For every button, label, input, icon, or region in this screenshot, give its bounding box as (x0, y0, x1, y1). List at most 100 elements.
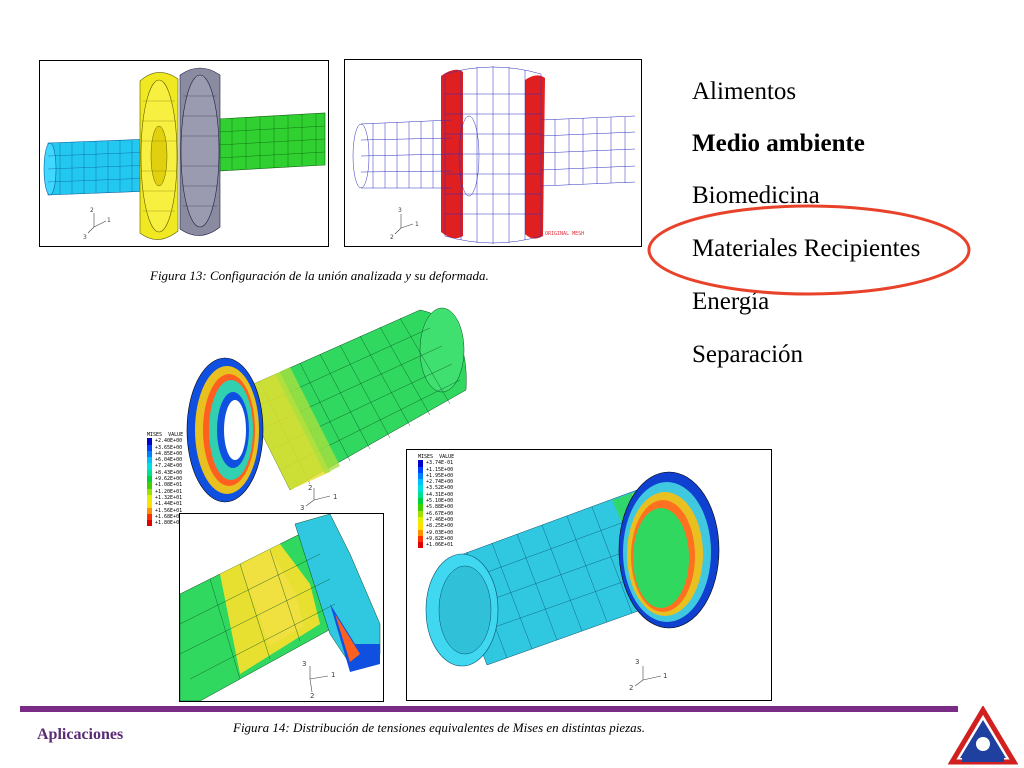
axis-x-label: 1 (331, 671, 335, 679)
highlight-ellipse (647, 204, 971, 296)
legend-swatch (147, 501, 152, 508)
fig14-caption: Figura 14: Distribución de tensiones equ… (233, 720, 645, 735)
fig14-pipe-image: 2 1 3 (186, 307, 467, 512)
legend-swatch (418, 466, 423, 473)
legend-value: +9.82E+00 (426, 535, 454, 542)
footer-divider (20, 706, 958, 712)
axis-triad-icon (309, 666, 329, 693)
topic-separacion: Separación (692, 341, 804, 368)
axis-y-label: 2 (310, 692, 314, 700)
legend-value: +2.40E+00 (155, 438, 183, 445)
axis-x-label: 1 (107, 217, 111, 224)
legend-entry: +9.82E+00 (418, 535, 454, 543)
legend-value: +3.65E+00 (155, 444, 183, 451)
mises-legend-right: MISES VALUE +3.74E-01+1.15E+00+1.95E+00+… (418, 454, 455, 549)
legend-entry: +9.03E+00 (418, 529, 454, 536)
legend-entry: +1.68E+01 (147, 513, 183, 521)
legend-entry: +2.74E+00 (418, 479, 454, 486)
joint-configuration-image: 2 1 3 (43, 67, 326, 241)
legend-entry: +1.56E+01 (147, 507, 183, 514)
legend-entry: +9.62E+00 (147, 476, 183, 483)
fig14-section-panel: 3 1 2 (179, 513, 384, 702)
legend-value: +1.15E+00 (426, 466, 454, 473)
legend-entry: +1.06E+01 (418, 542, 454, 549)
legend-swatch (418, 504, 423, 511)
axis-z-label: 3 (398, 207, 402, 214)
legend-swatch (147, 450, 152, 458)
legend-swatch (418, 479, 423, 486)
legend-swatch (418, 516, 423, 524)
legend-entry: +8.43E+00 (147, 469, 183, 477)
legend-value: +1.68E+01 (155, 513, 183, 520)
legend-entry: +8.25E+00 (418, 523, 454, 530)
legend-swatch (147, 438, 152, 445)
axis-y-label: 2 (390, 234, 394, 241)
legend-value: +7.24E+00 (155, 463, 183, 470)
legend-subtitle: VALUE (168, 432, 184, 438)
metrologia-logo (948, 706, 1018, 765)
legend-title: MISES (418, 454, 434, 460)
legend-value: +1.20E+01 (155, 488, 183, 495)
legend-value: +8.25E+00 (426, 523, 454, 530)
legend-value: +9.62E+00 (155, 476, 183, 483)
legend-swatch (147, 482, 152, 489)
legend-value: +6.04E+00 (155, 457, 183, 464)
legend-value: +3.52E+00 (426, 485, 454, 492)
legend-value: +3.74E-01 (426, 460, 454, 467)
axis-x-label: 1 (415, 221, 419, 228)
legend-value: +1.80E+01 (155, 520, 183, 527)
legend-entry: +7.46E+00 (418, 516, 454, 524)
legend-value: +2.74E+00 (426, 479, 454, 486)
axis-triad-icon (634, 666, 662, 687)
axis-z-label: 3 (300, 504, 304, 512)
original-mesh-label: ORIGINAL MESH (545, 231, 584, 237)
topic-medio-ambiente: Medio ambiente (692, 130, 865, 157)
legend-entry: +3.52E+00 (418, 485, 454, 492)
legend-swatch (418, 491, 423, 499)
axis-x-label: 1 (663, 672, 667, 680)
legend-value: +1.32E+01 (155, 494, 183, 501)
legend-value: +4.85E+00 (155, 450, 183, 457)
legend-value: +1.06E+01 (426, 542, 454, 549)
axis-x-label: 1 (333, 493, 337, 501)
legend-value: +1.56E+01 (155, 507, 183, 514)
legend-value: +9.03E+00 (426, 529, 454, 536)
axis-triad-icon (87, 213, 107, 234)
legend-entry: +4.31E+00 (418, 491, 454, 499)
axis-z-label: 3 (635, 658, 639, 666)
legend-swatch (418, 535, 423, 543)
legend-entry: +1.95E+00 (418, 472, 454, 480)
topic-alimentos: Alimentos (692, 78, 797, 105)
legend-entry: +6.67E+00 (418, 510, 454, 517)
axis-y-label: 2 (308, 484, 312, 492)
fig13-caption: Figura 13: Configuración de la unión ana… (150, 268, 489, 283)
legend-swatch (147, 494, 152, 502)
legend-value: +1.44E+01 (155, 501, 183, 508)
legend-entry: +4.85E+00 (147, 450, 183, 458)
legend-swatch (147, 476, 152, 483)
axis-z-label: 3 (83, 234, 87, 241)
legend-entry: +1.32E+01 (147, 494, 183, 502)
legend-entry: +2.40E+00 (147, 438, 183, 445)
legend-value: +1.08E+01 (155, 482, 183, 489)
legend-subtitle: VALUE (439, 454, 455, 460)
legend-swatch (418, 510, 423, 517)
axis-y-label: 2 (90, 207, 94, 214)
legend-entry: +6.04E+00 (147, 457, 183, 464)
fig14-right-panel: 3 1 2 (406, 449, 772, 701)
legend-swatch (147, 507, 152, 514)
legend-swatch (147, 463, 152, 470)
legend-swatch (418, 523, 423, 530)
legend-value: +1.95E+00 (426, 472, 454, 479)
fig13-deformed-panel: 3 1 2 ORIGINAL MESH (344, 59, 642, 247)
mises-pipe-right-image: 3 1 2 (425, 471, 720, 692)
legend-swatch (418, 542, 423, 549)
legend-swatch (147, 469, 152, 477)
fig13-joint-panel: 2 1 3 (39, 60, 329, 247)
legend-swatch (147, 457, 152, 464)
legend-entry: +1.20E+01 (147, 488, 183, 495)
deformed-mesh-image: 3 1 2 ORIGINAL MESH (352, 66, 636, 244)
legend-swatch (147, 520, 152, 527)
legend-value: +4.31E+00 (426, 491, 454, 498)
axis-triad-icon (305, 488, 331, 507)
